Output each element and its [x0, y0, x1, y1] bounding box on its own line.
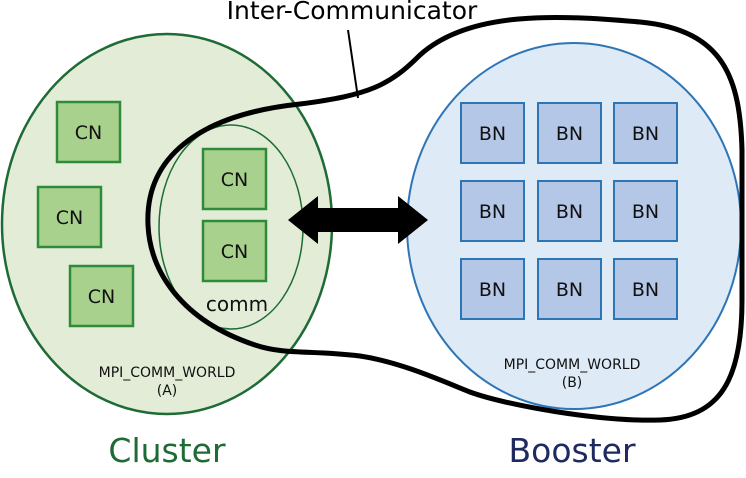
booster-node-label: BN — [479, 123, 506, 145]
booster-node-6: BN — [613, 180, 678, 242]
comm-node-1: CN — [201, 147, 268, 211]
booster-node-1: BN — [460, 102, 525, 164]
cluster-node-label: CN — [75, 122, 102, 144]
booster-node-label: BN — [632, 201, 659, 223]
comm-label: comm — [206, 292, 268, 316]
cluster-node-2: CN — [36, 185, 103, 249]
booster-node-9: BN — [613, 258, 678, 320]
booster-label: Booster — [508, 431, 635, 470]
booster-node-7: BN — [460, 258, 525, 320]
cluster-node-1: CN — [55, 100, 122, 164]
booster-world-sublabel: (B) — [562, 375, 583, 391]
bidirectional-arrow — [288, 196, 428, 244]
cluster-node-label: CN — [56, 207, 83, 229]
booster-node-label: BN — [632, 279, 659, 301]
inter-communicator-boundary — [145, 14, 745, 423]
cluster-label: Cluster — [108, 431, 226, 470]
comm-node-label: CN — [221, 169, 248, 191]
cluster-node-label: CN — [88, 286, 115, 308]
comm-node-2: CN — [201, 219, 268, 283]
cluster-world-label: MPI_COMM_WORLD — [99, 365, 236, 381]
booster-world-label: MPI_COMM_WORLD — [504, 357, 641, 373]
title-leader-line — [347, 29, 359, 99]
booster-node-label: BN — [479, 201, 506, 223]
booster-node-label: BN — [556, 201, 583, 223]
comm-node-label: CN — [221, 241, 248, 263]
booster-node-2: BN — [537, 102, 602, 164]
booster-node-label: BN — [632, 123, 659, 145]
booster-node-3: BN — [613, 102, 678, 164]
booster-node-4: BN — [460, 180, 525, 242]
booster-node-label: BN — [479, 279, 506, 301]
diagram-title: Inter-Communicator — [227, 0, 478, 25]
cluster-node-3: CN — [68, 264, 135, 328]
booster-node-8: BN — [537, 258, 602, 320]
booster-node-label: BN — [556, 123, 583, 145]
booster-node-5: BN — [537, 180, 602, 242]
booster-node-label: BN — [556, 279, 583, 301]
cluster-world-sublabel: (A) — [157, 383, 178, 399]
